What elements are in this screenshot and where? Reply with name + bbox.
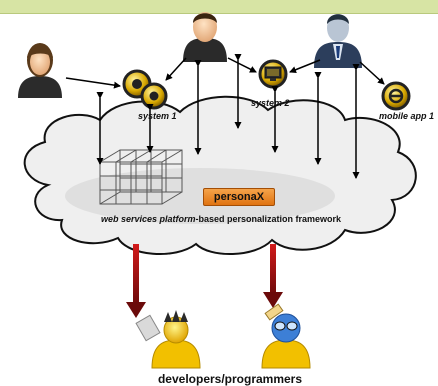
woman-user-icon — [18, 43, 62, 98]
developers-caption: developers/programmers — [157, 372, 303, 386]
developer-2-icon — [261, 303, 311, 369]
header-band — [0, 0, 438, 14]
developer-1-icon — [135, 310, 201, 369]
platform-grid-icon — [99, 149, 183, 205]
framework-label: web services platform-based personalizat… — [86, 214, 356, 224]
cloud-shape — [23, 95, 417, 255]
businessman-user-icon — [314, 14, 362, 68]
mobile-app-icon — [381, 81, 411, 111]
gear-system-icon — [122, 69, 168, 110]
system-1-label: system 1 — [138, 111, 177, 121]
mobile-app-1-label: mobile app 1 — [379, 111, 435, 121]
developer-arrows — [126, 244, 283, 318]
man-user-icon — [183, 12, 227, 62]
personax-badge: personaX — [203, 188, 275, 206]
monitor-system-icon — [258, 59, 288, 89]
connector-arrows — [65, 57, 385, 89]
system-2-label: system 2 — [251, 98, 290, 108]
framework-label-italic: web services platform — [100, 214, 196, 224]
framework-label-rest: -based personalization framework — [195, 214, 342, 224]
vertical-arrows — [96, 54, 360, 179]
